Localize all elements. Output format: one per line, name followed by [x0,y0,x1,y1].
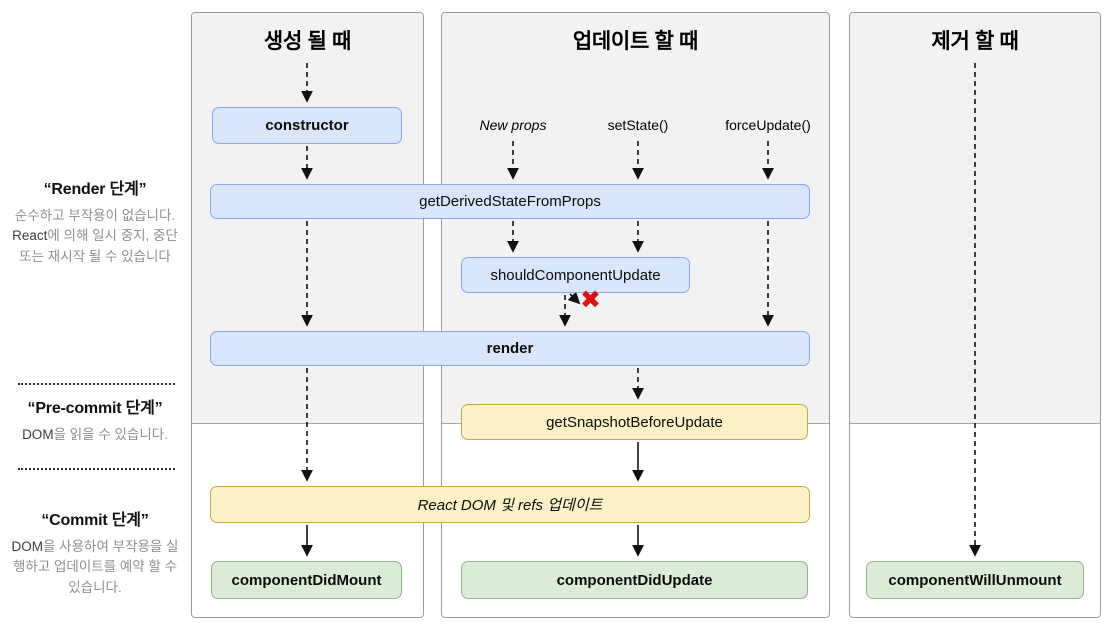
column-updating-title: 업데이트 할 때 [572,30,699,53]
node-getderivedstatefromprops: getDerivedStateFromProps [210,184,810,219]
trigger-forceupdate: forceUpdate() [725,117,811,133]
phase-render: “Render 단계” 순수하고 부작용이 없습니다. React에 의해 일시… [10,175,180,267]
phase-sidebar: “Render 단계” 순수하고 부작용이 없습니다. React에 의해 일시… [0,0,188,633]
text-segment: 순수하고 부작용이 없습니다. [14,208,176,223]
phase-render-title: “Render 단계” [43,181,147,198]
node-render: render [210,331,810,366]
phase-precommit-description: DOM을 읽을 수 있습니다. [10,425,180,445]
phase-precommit-title: “Pre-commit 단계” [27,400,163,417]
text-segment-keyword: DOM [11,539,44,554]
phase-commit-description: DOM을 사용하여 부작용을 실행하고 업데이트를 예약 할 수 있습니다. [10,537,180,598]
node-componentdidupdate: componentDidUpdate [461,561,808,599]
trigger-new-props: New props [479,117,547,133]
phase-render-description: 순수하고 부작용이 없습니다. React에 의해 일시 중지, 중단 또는 재… [10,206,180,267]
phase-commit-title: “Commit 단계” [41,512,149,529]
text-segment-keyword: DOM [22,427,54,442]
skip-update-x-icon: ✖ [580,286,601,314]
phase-divider [18,468,175,470]
phase-commit: “Commit 단계” DOM을 사용하여 부작용을 실행하고 업데이트를 예약… [10,506,180,598]
phase-precommit: “Pre-commit 단계” DOM을 읽을 수 있습니다. [10,394,180,445]
phase-divider [18,383,175,385]
node-componentdidmount: componentDidMount [211,561,402,599]
column-unmounting-title: 제거 할 때 [931,30,1019,53]
text-segment: 을 사용하여 부작용을 실행하고 업데이트를 예약 할 수 있습니다. [12,539,179,595]
text-segment-keyword: React [12,228,48,244]
node-constructor: constructor [212,107,402,144]
node-getsnapshotbeforeupdate: getSnapshotBeforeUpdate [461,404,808,440]
text-segment: 에 의해 일시 중지, 중단 또는 재시작 될 수 있습니다 [19,228,178,264]
node-react-dom-refs-update: React DOM 및 refs 업데이트 [210,486,810,523]
column-mounting-title: 생성 될 때 [263,30,352,53]
node-shouldcomponentupdate: shouldComponentUpdate [461,257,690,293]
node-componentwillunmount: componentWillUnmount [866,561,1084,599]
trigger-setstate: setState() [607,117,669,133]
text-segment: 을 읽을 수 있습니다. [53,427,168,442]
arrow-scu-to-stop [567,291,581,305]
